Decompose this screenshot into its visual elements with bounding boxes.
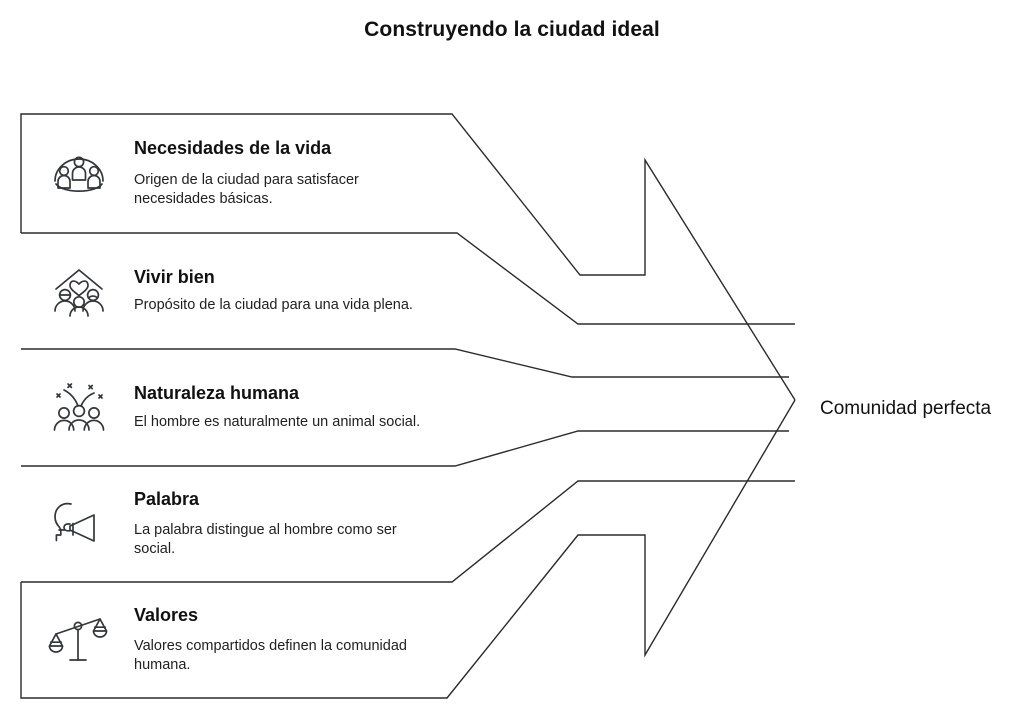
stage-row-4[interactable]: Palabra La palabra distingue al hombre c… — [21, 466, 441, 582]
stage-3-outline — [21, 348, 789, 378]
stage-3-description: El hombre es naturalmente un animal soci… — [134, 413, 421, 430]
funnel-bottom-outline — [20, 399, 796, 699]
stage-5-title: Valores — [134, 604, 199, 625]
stage-row-5[interactable]: Valores Valores compartidos definen la c… — [21, 582, 441, 698]
people-celebration-icon — [43, 377, 115, 439]
stage-2-outline — [21, 232, 795, 325]
stage-5-text: Valores Valores compartidos definen la c… — [134, 605, 441, 676]
stage-1-title: Necesidades de la vida — [134, 138, 332, 159]
stage-1-outline — [20, 113, 796, 401]
stage-4-text: Palabra La palabra distingue al hombre c… — [134, 489, 441, 560]
stage-3-text: Naturaleza humana El hombre es naturalme… — [134, 383, 441, 432]
stage-1-description: Origen de la ciudad para satisfacer nece… — [134, 171, 359, 207]
stage-row-2[interactable]: Vivir bien Propósito de la ciudad para u… — [21, 233, 441, 349]
stage-2-text: Vivir bien Propósito de la ciudad para u… — [134, 267, 441, 316]
stage-4-description: La palabra distingue al hombre como ser … — [134, 522, 397, 558]
stage-row-3[interactable]: Naturaleza humana El hombre es naturalme… — [21, 349, 441, 466]
balance-scales-icon — [43, 609, 115, 671]
stage-5-outline — [21, 480, 795, 583]
people-group-dome-icon — [43, 143, 115, 205]
stage-row-1[interactable]: Necesidades de la vida Origen de la ciud… — [21, 114, 441, 233]
outcome-label: Comunidad perfecta — [820, 398, 992, 419]
head-megaphone-speech-icon — [43, 493, 115, 555]
page-title: Construyendo la ciudad ideal — [364, 18, 660, 41]
family-home-heart-icon — [43, 260, 115, 322]
stage-1-text: Necesidades de la vida Origen de la ciud… — [134, 138, 441, 209]
stage-4-title: Palabra — [134, 488, 200, 509]
stage-3-title: Naturaleza humana — [134, 383, 300, 404]
stage-2-title: Vivir bien — [134, 266, 215, 287]
stage-5-description: Valores compartidos definen la comunidad… — [134, 638, 407, 674]
stage-2-description: Propósito de la ciudad para una vida ple… — [134, 297, 413, 314]
stage-4-outline — [21, 430, 789, 467]
